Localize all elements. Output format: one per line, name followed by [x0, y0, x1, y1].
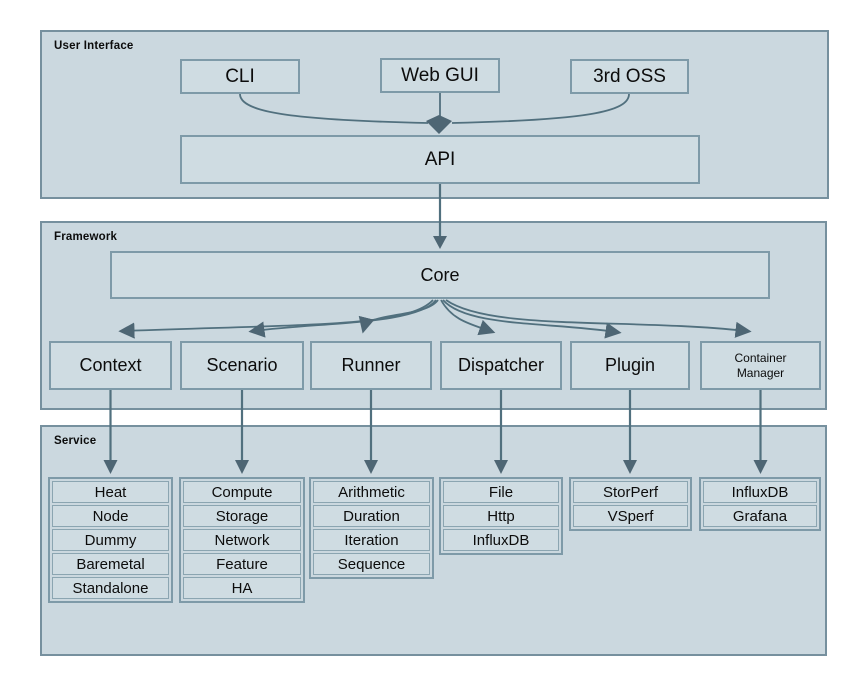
cli-box: CLI: [180, 59, 300, 94]
framework-box-scenario: Scenario: [180, 341, 304, 390]
context-label: Context: [79, 355, 142, 375]
framework-box-dispatcher: Dispatcher: [440, 341, 562, 390]
core-box-label: Core: [420, 264, 460, 285]
framework-box-plugin: Plugin: [570, 341, 690, 390]
api-box: API: [180, 135, 700, 184]
core-box: Core: [110, 251, 770, 299]
container-manager-label-line1: Container: [734, 350, 787, 365]
cli-box-label: CLI: [225, 65, 255, 87]
service-section-label: Service: [54, 435, 97, 447]
list-item-grafana: Grafana: [703, 505, 817, 527]
list-item-vsperf: VSperf: [573, 505, 688, 527]
framework-box-context: Context: [49, 341, 172, 390]
list-item-ha: HA: [183, 577, 301, 599]
web-gui-box: Web GUI: [380, 58, 500, 93]
framework-box-container-manager: Container Manager: [700, 341, 821, 390]
list-item-network: Network: [183, 529, 301, 551]
service-list-dispatcher: File Http InfluxDB: [439, 477, 563, 555]
list-item-standalone: Standalone: [52, 577, 169, 599]
list-item-storperf: StorPerf: [573, 481, 688, 503]
list-item-compute: Compute: [183, 481, 301, 503]
runner-label: Runner: [341, 355, 401, 375]
list-item-heat: Heat: [52, 481, 169, 503]
list-item-iteration: Iteration: [313, 529, 430, 551]
third-oss-box: 3rd OSS: [570, 59, 689, 94]
scenario-label: Scenario: [206, 355, 278, 375]
service-list-runner: Arithmetic Duration Iteration Sequence: [309, 477, 434, 579]
third-oss-box-label: 3rd OSS: [593, 65, 666, 87]
user-interface-section-label: User Interface: [54, 40, 134, 52]
dispatcher-label: Dispatcher: [457, 355, 545, 375]
list-item-file: File: [443, 481, 559, 503]
list-item-influxdb-2: InfluxDB: [703, 481, 817, 503]
list-item-storage: Storage: [183, 505, 301, 527]
list-item-feature: Feature: [183, 553, 301, 575]
list-item-arithmetic: Arithmetic: [313, 481, 430, 503]
list-item-dummy: Dummy: [52, 529, 169, 551]
container-manager-label-line2: Manager: [736, 365, 785, 380]
list-item-duration: Duration: [313, 505, 430, 527]
list-item-http: Http: [443, 505, 559, 527]
service-list-plugin: StorPerf VSperf: [569, 477, 692, 531]
service-list-scenario: Compute Storage Network Feature HA: [179, 477, 305, 603]
list-item-influxdb: InfluxDB: [443, 529, 559, 551]
plugin-label: Plugin: [604, 355, 656, 375]
web-gui-box-label: Web GUI: [401, 64, 479, 86]
framework-section-label: Framework: [54, 231, 118, 243]
list-item-baremetal: Baremetal: [52, 553, 169, 575]
list-item-node: Node: [52, 505, 169, 527]
api-box-label: API: [424, 148, 456, 170]
list-item-sequence: Sequence: [313, 553, 430, 575]
service-list-context: Heat Node Dummy Baremetal Standalone: [48, 477, 173, 603]
service-list-container-manager: InfluxDB Grafana: [699, 477, 821, 531]
framework-box-runner: Runner: [310, 341, 432, 390]
